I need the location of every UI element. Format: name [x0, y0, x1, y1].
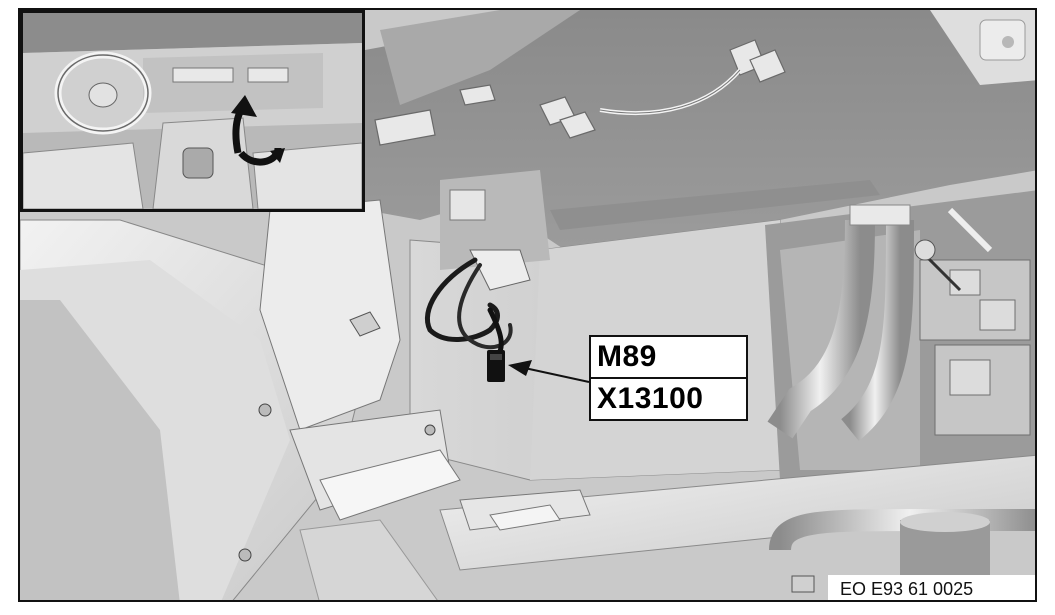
dash-clips — [374, 39, 786, 146]
inset-cabin-view — [20, 10, 365, 212]
windshield — [23, 13, 362, 53]
reference-code: EO E93 61 0025 — [828, 575, 1035, 600]
connector-label-x13100: X13100 — [589, 379, 748, 421]
diagram-frame: M89 X13100 EO E93 61 0025 — [18, 8, 1037, 602]
hvac-components — [919, 259, 1031, 436]
left-seat — [23, 142, 144, 209]
coolant-pipes — [767, 204, 914, 441]
callout-arrow — [508, 360, 590, 383]
right-seat — [252, 142, 362, 209]
under-dash-illustration — [20, 10, 1035, 600]
rotate-arrow-icon — [231, 95, 285, 166]
cross-beam — [439, 454, 1035, 571]
connector-label-m89: M89 — [589, 335, 748, 379]
support-bracket — [259, 199, 401, 431]
